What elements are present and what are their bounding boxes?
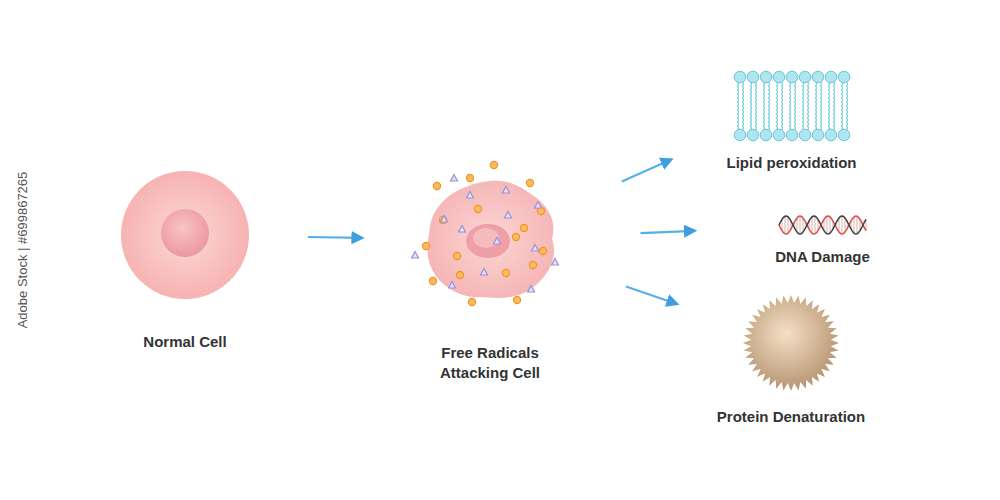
attacked-cell-illustration — [420, 175, 560, 305]
flow-arrow — [641, 231, 695, 233]
flow-arrow — [308, 236, 362, 239]
attacked-cell: Free Radicals Attacking Cell — [420, 175, 560, 305]
normal-cell: Normal Cell — [120, 170, 250, 300]
dna-helix: DNA Damage — [775, 212, 870, 238]
node-label: Lipid peroxidation — [727, 153, 857, 173]
node-label: Free Radicals Attacking Cell — [425, 343, 555, 383]
denatured-protein-illustration — [743, 295, 839, 391]
flow-arrow — [622, 160, 671, 182]
denatured-protein: Protein Denaturation — [743, 295, 839, 391]
dna-helix-illustration — [775, 212, 870, 238]
node-label: Normal Cell — [143, 332, 226, 352]
watermark: Adobe Stock | #699867265 — [15, 172, 30, 329]
node-label: DNA Damage — [775, 247, 869, 267]
lipid-bilayer: Lipid peroxidation — [733, 70, 850, 142]
normal-cell-illustration — [120, 170, 250, 300]
lipid-bilayer-illustration — [733, 70, 850, 142]
node-label: Protein Denaturation — [717, 407, 865, 427]
flow-arrow — [626, 287, 677, 305]
